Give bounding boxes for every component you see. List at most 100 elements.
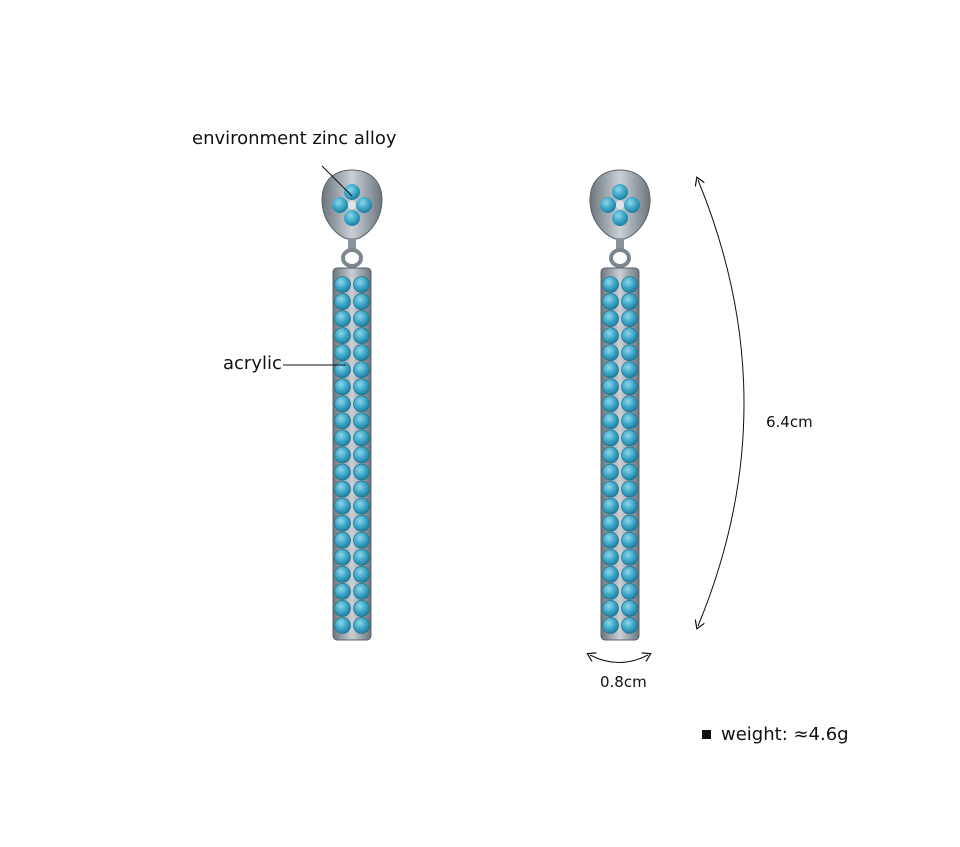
stone bbox=[621, 310, 638, 327]
stone bbox=[602, 412, 619, 430]
stone bbox=[334, 276, 351, 293]
stone bbox=[602, 548, 619, 566]
earring-right bbox=[589, 169, 651, 641]
stone bbox=[621, 327, 638, 344]
stud-flower bbox=[600, 184, 640, 226]
stone bbox=[602, 310, 619, 327]
stone bbox=[602, 600, 619, 617]
stone bbox=[602, 446, 619, 464]
stone bbox=[621, 566, 638, 583]
stone bbox=[334, 412, 351, 430]
stone bbox=[602, 531, 619, 549]
stone bbox=[621, 276, 638, 293]
stone bbox=[334, 378, 351, 396]
stone bbox=[621, 531, 638, 549]
stone bbox=[353, 378, 370, 396]
stone bbox=[602, 566, 619, 583]
stone bbox=[353, 463, 370, 481]
weight-spec: weight: ≈4.6g bbox=[702, 724, 849, 745]
stone bbox=[353, 446, 370, 464]
stone bbox=[621, 463, 638, 481]
stone bbox=[353, 583, 370, 600]
stone bbox=[353, 480, 370, 498]
length-arrow bbox=[698, 180, 745, 626]
stone bbox=[353, 276, 370, 293]
stone bbox=[602, 429, 619, 447]
stone bbox=[602, 361, 619, 379]
stone bbox=[334, 497, 351, 515]
jump-ring bbox=[609, 248, 631, 268]
stone bbox=[353, 429, 370, 447]
stone bbox=[353, 412, 370, 430]
stone bbox=[621, 617, 638, 634]
stone bbox=[621, 548, 638, 566]
stone bbox=[353, 514, 370, 532]
label-zinc-alloy: environment zinc alloy bbox=[192, 128, 397, 149]
stone bbox=[353, 361, 370, 379]
stone bbox=[353, 310, 370, 327]
stone bbox=[602, 327, 619, 344]
stone bbox=[353, 617, 370, 634]
stone bbox=[621, 497, 638, 515]
stone bbox=[602, 617, 619, 634]
stone bbox=[602, 344, 619, 362]
width-arrow bbox=[590, 655, 648, 663]
weight-text: weight: ≈4.6g bbox=[721, 724, 849, 745]
stone bbox=[334, 327, 351, 344]
stone bbox=[353, 548, 370, 566]
stone bbox=[602, 480, 619, 498]
stone bbox=[334, 395, 351, 413]
stone bbox=[334, 429, 351, 447]
stone bbox=[353, 293, 370, 310]
stone bbox=[334, 361, 351, 379]
stone bbox=[621, 446, 638, 464]
stone bbox=[621, 600, 638, 617]
stone bbox=[621, 429, 638, 447]
stone bbox=[602, 378, 619, 396]
stone bbox=[334, 566, 351, 583]
stone bbox=[602, 395, 619, 413]
stone bbox=[621, 293, 638, 310]
bar-stones bbox=[602, 276, 638, 634]
stone bbox=[353, 395, 370, 413]
stone bbox=[353, 497, 370, 515]
stud-flower bbox=[332, 184, 372, 226]
stone bbox=[334, 344, 351, 362]
connector bbox=[616, 238, 624, 252]
stone bbox=[334, 617, 351, 634]
stone bbox=[353, 531, 370, 549]
leader-line-zinc-alloy bbox=[321, 165, 353, 197]
stone bbox=[334, 310, 351, 327]
stone bbox=[353, 344, 370, 362]
stone bbox=[334, 480, 351, 498]
stone bbox=[602, 293, 619, 310]
stone bbox=[621, 344, 638, 362]
connector bbox=[348, 238, 356, 252]
earring-left bbox=[321, 169, 383, 641]
stone bbox=[602, 497, 619, 515]
stone bbox=[621, 583, 638, 600]
label-length: 6.4cm bbox=[766, 413, 813, 431]
stone bbox=[334, 548, 351, 566]
label-width: 0.8cm bbox=[600, 673, 647, 691]
stone bbox=[621, 395, 638, 413]
stone bbox=[334, 531, 351, 549]
stone bbox=[334, 463, 351, 481]
stone bbox=[602, 514, 619, 532]
stone bbox=[621, 378, 638, 396]
stone bbox=[602, 276, 619, 293]
stone bbox=[334, 446, 351, 464]
stone bbox=[621, 480, 638, 498]
stone bbox=[334, 600, 351, 617]
stone bbox=[353, 600, 370, 617]
stone bbox=[353, 566, 370, 583]
stone bbox=[621, 361, 638, 379]
stone bbox=[602, 583, 619, 600]
stone bbox=[602, 463, 619, 481]
stone bbox=[334, 583, 351, 600]
jump-ring bbox=[341, 248, 363, 268]
stone bbox=[334, 293, 351, 310]
bullet-icon bbox=[702, 730, 711, 739]
